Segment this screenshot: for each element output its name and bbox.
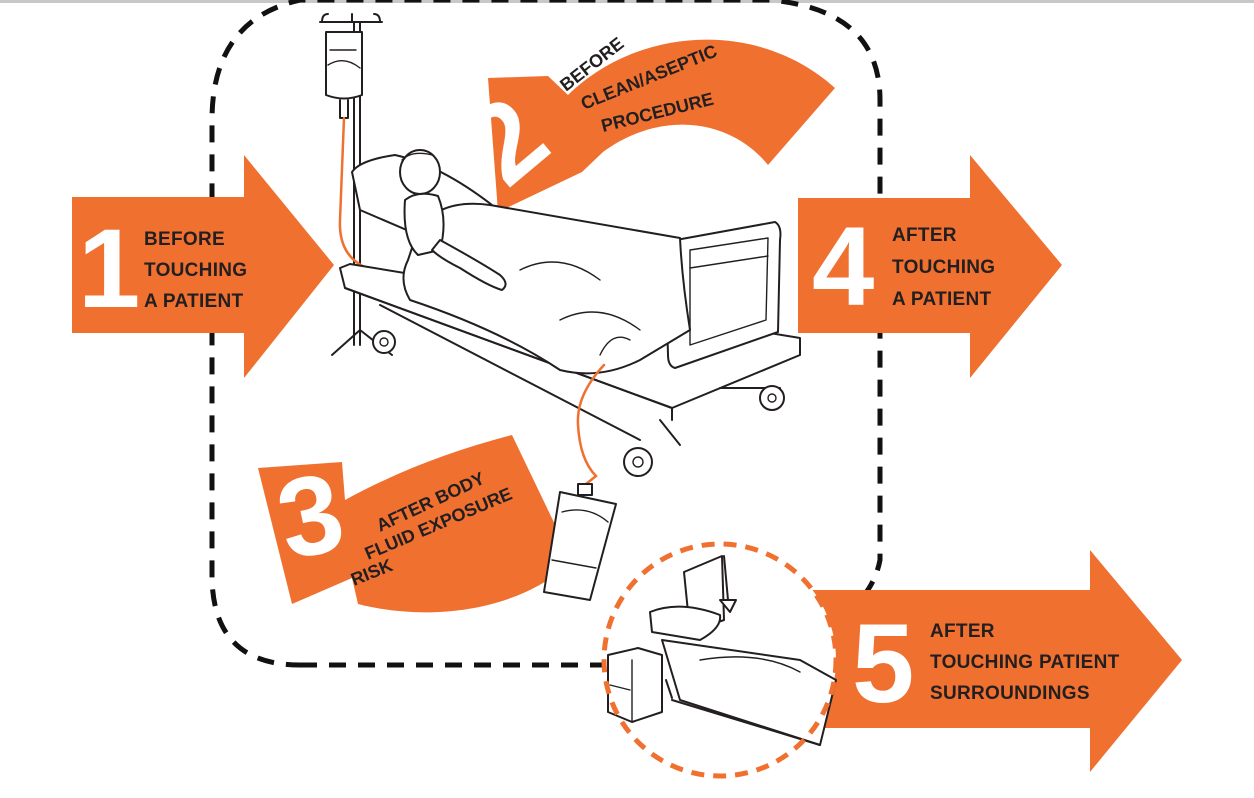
moment-1-label-line-2: TOUCHING — [144, 260, 247, 281]
moment-5-label-line-2: TOUCHING PATIENT — [930, 652, 1120, 673]
moment-1-arrow: 1 BEFORE TOUCHING A PATIENT — [72, 155, 334, 378]
moment-1-number: 1 — [78, 206, 140, 331]
moment-2-arrow: 2 BEFORE CLEAN/ASEPTIC PROCEDURE — [442, 33, 835, 213]
moment-3-arrow: 3 AFTER BODY FLUID EXPOSURE RISK — [258, 435, 572, 613]
moment-1-label-line-1: BEFORE — [144, 229, 225, 250]
bedside-cabinet-icon — [607, 647, 663, 723]
moment-5-label-line-3: SURROUNDINGS — [930, 683, 1090, 704]
moment-5-arrow: 5 AFTER TOUCHING PATIENT SURROUNDINGS — [800, 550, 1182, 772]
moment-5-number: 5 — [852, 601, 914, 726]
moment-4-label-line-3: A PATIENT — [892, 289, 992, 310]
patient-icon — [399, 149, 507, 291]
patient-surroundings-circle — [601, 541, 839, 779]
drainage-bag-icon — [543, 363, 617, 601]
moment-1-label-line-3: A PATIENT — [144, 291, 244, 312]
moment-5-label-line-1: AFTER — [930, 621, 995, 642]
moment-4-label-line-2: TOUCHING — [892, 257, 995, 278]
top-border — [0, 0, 1254, 3]
hospital-bed-icon — [339, 149, 801, 477]
moment-4-number: 4 — [812, 204, 874, 329]
moment-4-arrow: 4 AFTER TOUCHING A PATIENT — [798, 155, 1062, 378]
moment-4-label-line-1: AFTER — [892, 225, 957, 246]
